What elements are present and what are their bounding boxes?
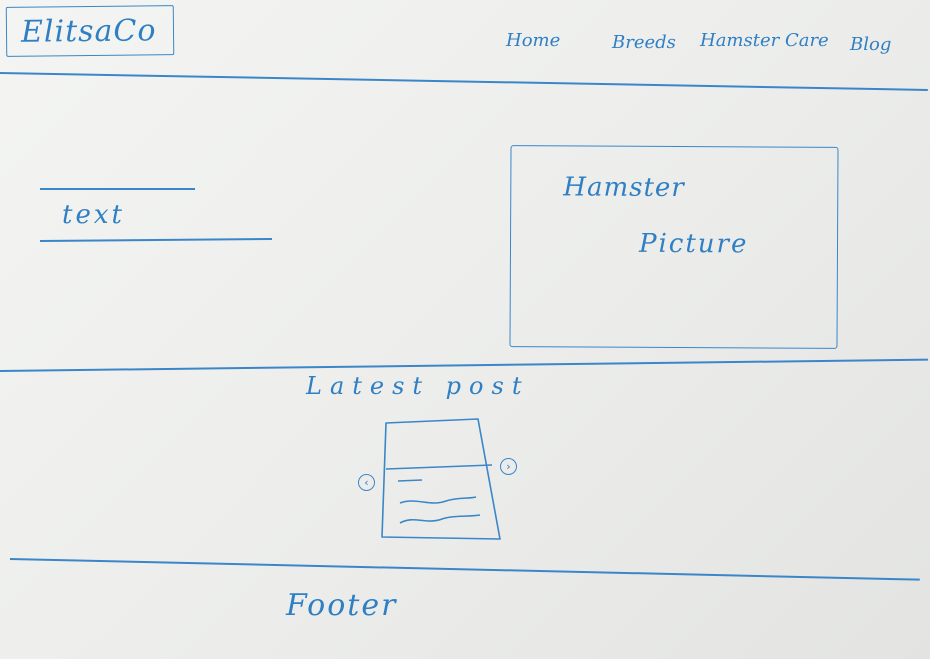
post-card-text-line <box>399 496 477 504</box>
nav-item-home[interactable]: Home <box>506 30 561 51</box>
hero-divider <box>0 358 928 372</box>
nav-item-hamster-care[interactable]: Hamster Care <box>700 30 829 51</box>
logo-text: ElitsaCo <box>20 12 157 50</box>
hero-text: text <box>62 200 125 230</box>
carousel-prev-button[interactable]: ‹ <box>358 474 375 491</box>
post-card-sketch <box>381 418 501 540</box>
footer-divider <box>9 558 920 581</box>
nav-item-blog[interactable]: Blog <box>850 34 892 55</box>
hero-text-underline <box>39 237 272 242</box>
nav-item-breeds[interactable]: Breeds <box>612 32 676 53</box>
carousel-next-button[interactable]: › <box>500 458 517 475</box>
header-divider <box>0 72 928 91</box>
chevron-left-icon: ‹ <box>364 476 369 489</box>
post-card-text-line <box>399 514 481 524</box>
hero-heading-line <box>40 188 195 190</box>
hero-picture-label-1: Hamster <box>563 172 685 204</box>
latest-post-title: Latest post <box>306 372 530 400</box>
post-card[interactable] <box>380 415 502 541</box>
chevron-right-icon: › <box>506 460 511 473</box>
hero-picture-label-2: Picture <box>638 228 749 260</box>
hero-picture-placeholder: Hamster Picture <box>509 145 839 349</box>
site-logo[interactable]: ElitsaCo <box>5 5 175 57</box>
post-card-image-divider <box>385 464 493 470</box>
footer-label: Footer <box>286 588 398 623</box>
main-nav: Home Breeds Hamster Care Blog <box>500 30 910 60</box>
post-card-title-line <box>397 479 423 482</box>
